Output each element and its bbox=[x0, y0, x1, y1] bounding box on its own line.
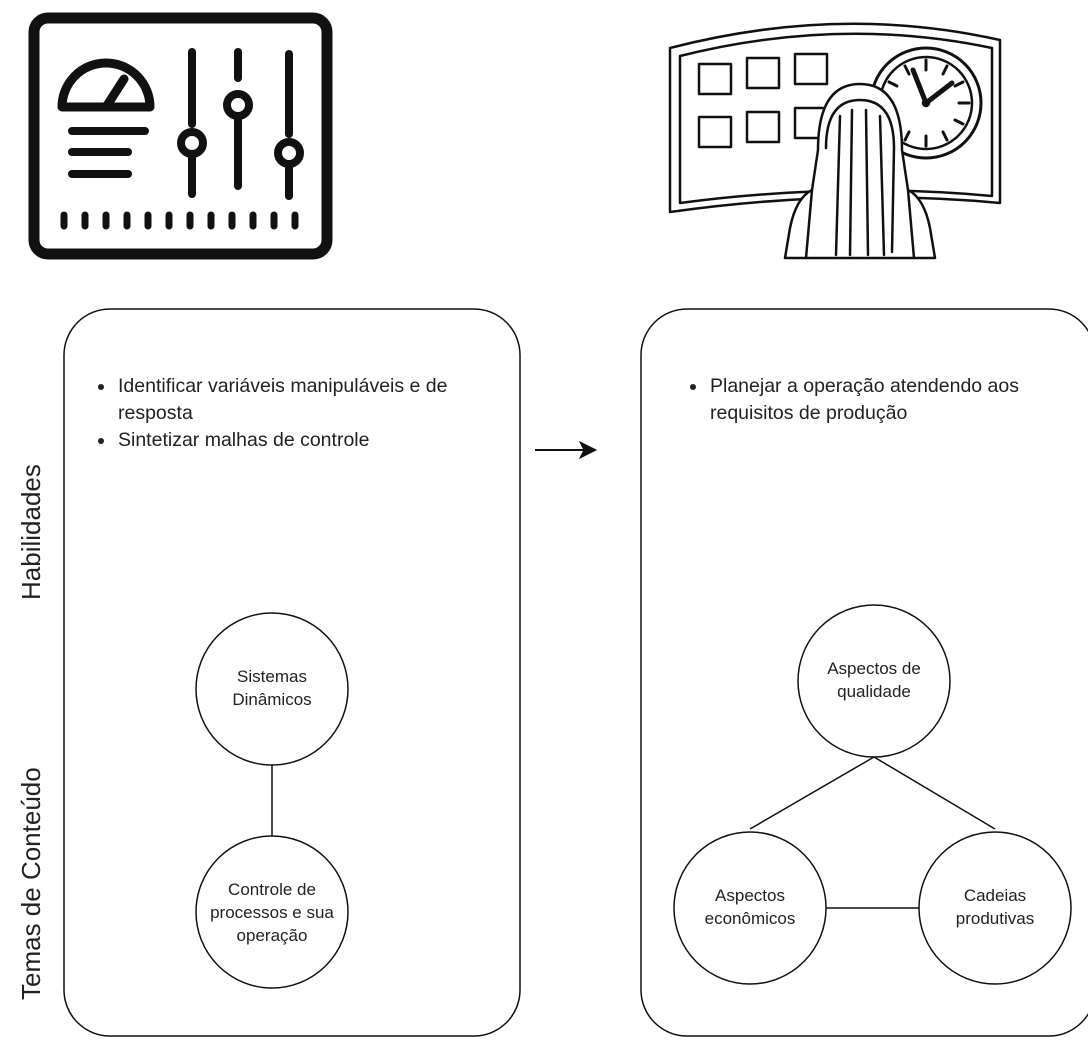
node-circle-dynamic-systems bbox=[195, 612, 349, 766]
node-circle-production-chains bbox=[918, 831, 1072, 985]
edge-quality-to-economic bbox=[749, 756, 875, 830]
list-item: Identificar variáveis manipuláveis e de … bbox=[116, 373, 526, 427]
side-label-topics: Temas de Conteúdo bbox=[16, 767, 46, 1000]
list-item: Planejar a operação atendendo aos requis… bbox=[708, 373, 1088, 427]
left-panel-box bbox=[63, 308, 521, 1037]
arrow-connector bbox=[535, 440, 598, 460]
edge-quality-to-chains bbox=[873, 756, 996, 830]
node-circle-process-control bbox=[195, 835, 349, 989]
side-label-skills: Habilidades bbox=[16, 464, 46, 600]
node-label-process-control: Controle de processos e sua operação bbox=[210, 880, 334, 945]
node-label-quality: Aspectos de qualidade bbox=[827, 659, 921, 701]
node-label-production-chains: Cadeias produtivas bbox=[955, 886, 1035, 928]
node-label-economic: Aspectos econômicos bbox=[704, 886, 796, 928]
right-skills-list: Planejar a operação atendendo aos requis… bbox=[686, 373, 1088, 427]
control-panel-icon bbox=[28, 12, 333, 260]
node-circle-economic bbox=[673, 831, 827, 985]
node-circle-quality bbox=[797, 604, 951, 758]
operator-monitoring-icon bbox=[668, 22, 1002, 260]
left-skills-list: Identificar variáveis manipuláveis e de … bbox=[94, 373, 526, 454]
list-item: Sintetizar malhas de controle bbox=[116, 427, 526, 454]
right-panel-box bbox=[640, 308, 1088, 1037]
node-label-dynamic-systems: Sistemas Dinâmicos bbox=[232, 667, 312, 709]
